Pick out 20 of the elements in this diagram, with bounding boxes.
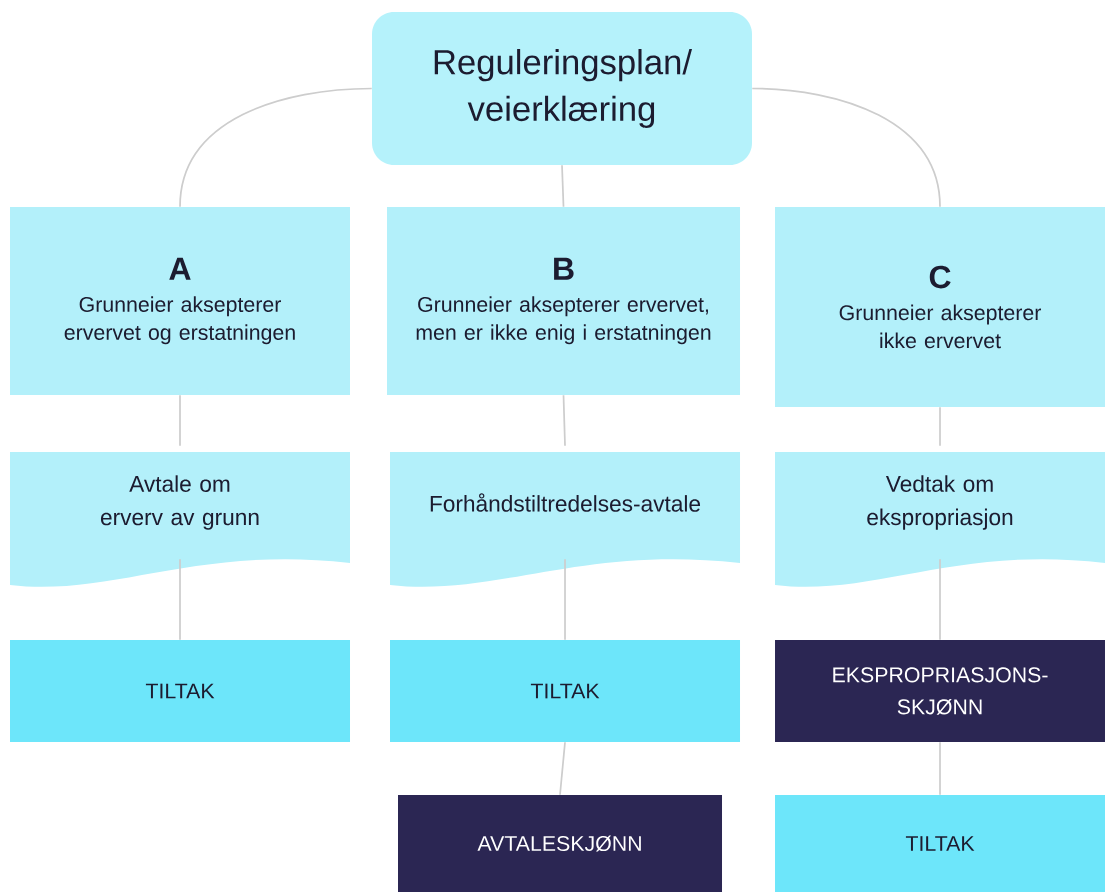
assessment-box: EKSPROPRIASJONS-SKJØNN: [775, 640, 1105, 742]
case-box: B Grunneier aksepterer ervervet, men er ikke enig i erstatningen: [387, 207, 740, 395]
connector-line: [179, 394, 181, 447]
action-box: TILTAK: [10, 640, 350, 742]
connector-line: [562, 394, 566, 447]
connector-line: [939, 741, 941, 796]
case-box: C Grunneier aksepterer ikke ervervet: [775, 207, 1105, 407]
connector-line: [939, 558, 941, 641]
plan-box: Reguleringsplan/ veierklæring: [372, 12, 752, 165]
connector-line: [939, 406, 941, 447]
action-box: TILTAK: [390, 640, 740, 742]
assessment-box: AVTALESKJØNN: [398, 795, 722, 892]
connector-line: [559, 741, 566, 796]
connector-line: [564, 558, 566, 641]
case-box: A Grunneier aksepterer ervervet og erstatningen: [10, 207, 350, 395]
connector-line: [179, 87, 373, 208]
connector-line: [179, 558, 181, 641]
connector-line: [561, 164, 565, 208]
connector-line: [751, 87, 941, 208]
action-box: TILTAK: [775, 795, 1105, 892]
